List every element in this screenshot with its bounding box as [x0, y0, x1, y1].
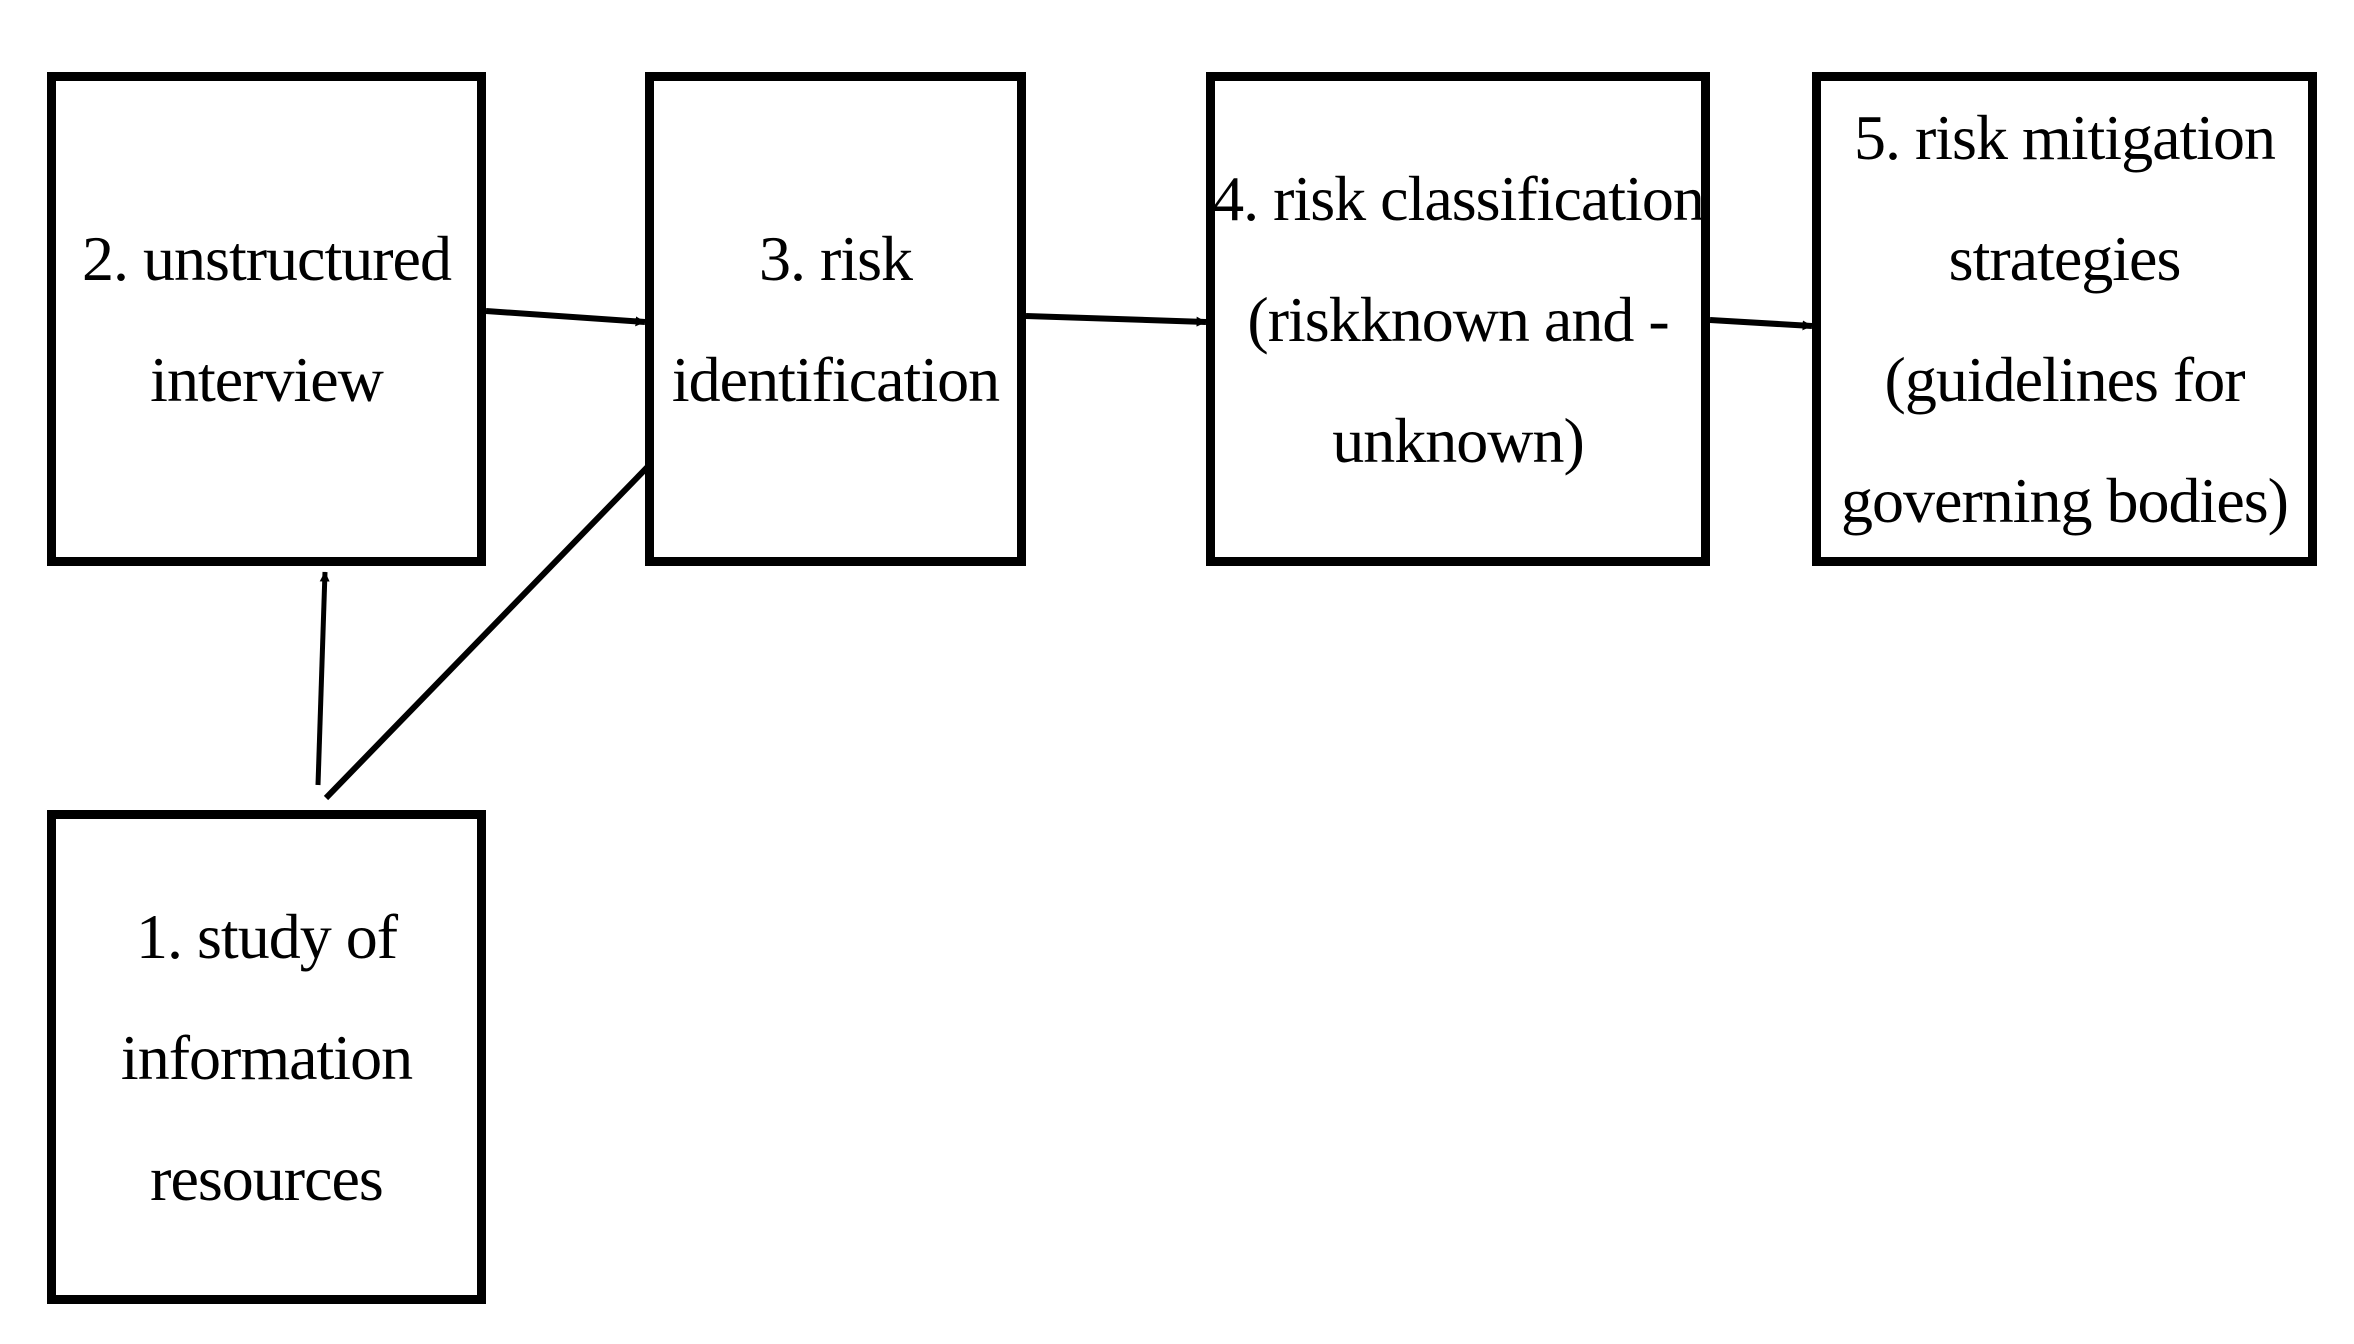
arrow-step3-to-step4: [1025, 313, 1207, 327]
step-4-box: 4. risk classification (riskknown and - …: [1206, 72, 1710, 566]
step-3-label-line-2: identification: [671, 344, 1000, 415]
step-1-box: 1. study of information resources: [47, 810, 486, 1304]
step-3-box: 3. risk identification: [645, 72, 1026, 566]
step-4-label-line-3: unknown): [1332, 404, 1585, 476]
arrow-step4-to-step5: [1709, 317, 1813, 331]
step-5-label-line-1: 5. risk mitigation: [1853, 102, 2276, 173]
step-1-label-line-2: information: [120, 1021, 413, 1093]
arrow-step2-to-step3: [485, 308, 646, 327]
step-2-box: 2. unstructured interview: [47, 72, 486, 566]
step-4-label-line-1: 4. risk classification: [1212, 162, 1705, 234]
step-5-box: 5. risk mitigation strategies (guideline…: [1812, 72, 2317, 566]
step-2-label-line-2: interview: [150, 344, 384, 415]
step-5-label-line-4: governing bodies): [1841, 465, 2289, 536]
step-1-label-line-1: 1. study of: [136, 900, 398, 972]
step-2-label-line-1: 2. unstructured: [82, 223, 452, 294]
step-3-label-line-1: 3. risk: [759, 223, 913, 294]
step-5-label-line-3: (guidelines for: [1884, 344, 2246, 415]
step-5-label-line-2: strategies: [1948, 223, 2182, 294]
arrow-step1-to-step2: [315, 571, 330, 786]
step-4-label-line-2: (riskknown and -: [1247, 283, 1669, 355]
step-1-label-line-3: resources: [150, 1142, 384, 1214]
arrow-step1-to-step3: [323, 449, 665, 801]
